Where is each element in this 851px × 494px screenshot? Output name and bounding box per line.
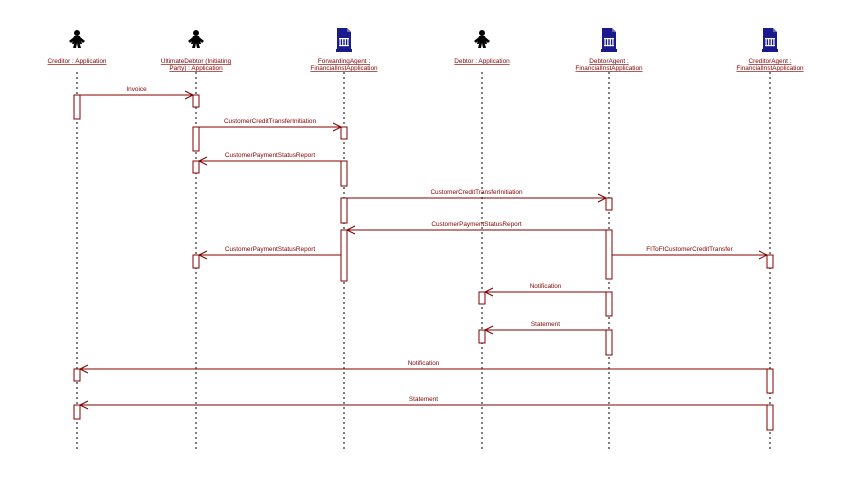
message-label: Statement [531, 321, 560, 328]
activation-box [766, 254, 774, 269]
actor-icon [474, 30, 490, 48]
bank-agent-icon [336, 28, 352, 52]
activation-box [192, 254, 200, 269]
message-label: Notification [530, 283, 562, 290]
activation-box [340, 126, 348, 140]
message-label: CustomerPaymentStatusReport [225, 246, 315, 253]
arrow-head [483, 325, 494, 335]
activation-box [73, 368, 81, 382]
arrow-head [197, 156, 208, 166]
activation-box [73, 404, 81, 420]
arrow-head [483, 287, 494, 297]
activation-box [766, 404, 774, 431]
message-label: CustomerCreditTransferInitiation [430, 189, 523, 196]
participant-label: CreditorAgent :FinancialInstApplication [736, 58, 804, 72]
message-label: CustomerPaymentStatusReport [431, 221, 521, 228]
arrow-head [197, 250, 208, 260]
activation-box [340, 160, 348, 187]
arrow-head [184, 90, 195, 100]
activation-box [605, 197, 613, 211]
activation-box [605, 229, 613, 280]
activation-box [478, 291, 486, 305]
bank-agent-icon [601, 28, 617, 52]
activation-box [478, 329, 486, 344]
actor-icon [188, 30, 204, 48]
message-label: Notification [408, 360, 440, 367]
activation-box [766, 368, 774, 394]
activation-box [605, 291, 613, 317]
message-label: Statement [409, 396, 438, 403]
activation-box [192, 126, 200, 152]
message-label: CustomerPaymentStatusReport [225, 152, 315, 159]
arrow-head [78, 400, 89, 410]
participant-label: Creditor : Application [48, 58, 107, 65]
activation-box [192, 160, 200, 174]
activation-box [340, 229, 348, 282]
arrow-head [345, 225, 356, 235]
message-label: FIToFICustomerCreditTransfer [646, 246, 733, 253]
actor-icon [69, 30, 85, 48]
arrow-head [597, 193, 608, 203]
arrow-head [78, 364, 89, 374]
participant-label: ForwardingAgent :FinancialInstApplicatio… [310, 58, 378, 72]
activation-box [340, 197, 348, 224]
bank-agent-icon [762, 28, 778, 52]
participant-label: DebtorAgent :FinancialInstApplication [575, 58, 643, 72]
arrow-head [758, 250, 769, 260]
participant-label: Debtor : Application [454, 58, 510, 65]
activation-box [73, 94, 81, 120]
arrow-head [332, 122, 343, 132]
message-label: CustomerCreditTransferInitiation [224, 118, 317, 125]
message-label: Invoice [126, 86, 147, 93]
activation-box [605, 329, 613, 356]
activation-box [192, 94, 200, 108]
